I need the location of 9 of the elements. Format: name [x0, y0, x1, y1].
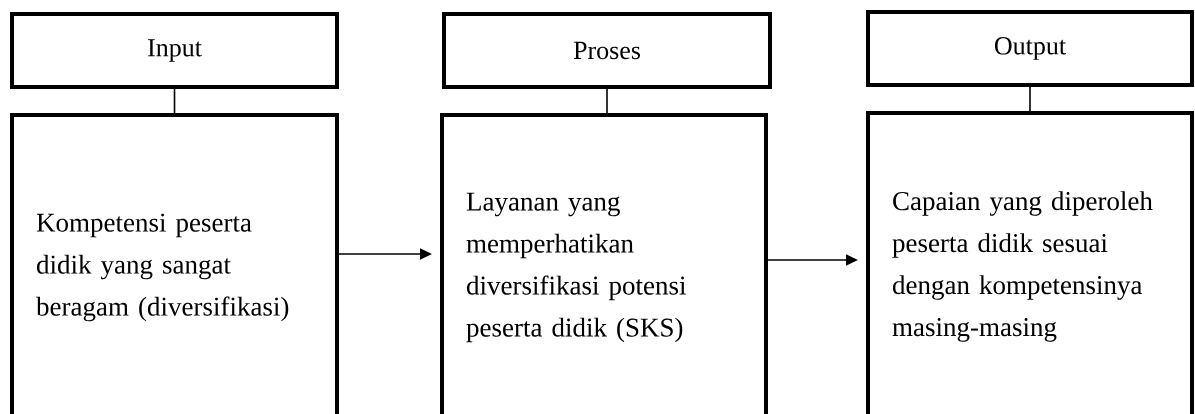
content-box: Layanan yang memperhatikan diversifikasi potensi peserta didik (SKS)	[440, 113, 768, 414]
header-box: Input	[10, 12, 339, 89]
header-box: Proses	[442, 12, 772, 89]
connector-line	[173, 88, 176, 114]
header-box: Output	[866, 10, 1194, 87]
connector-line	[606, 88, 608, 114]
connector-line	[1029, 86, 1031, 112]
content-box: Kompetensi peserta didik yang sangat beragam (diversifikasi)	[10, 113, 339, 414]
content-box: Capaian yang diperoleh peserta didik sesuai dengan kompetensinya masing-masing	[866, 111, 1194, 414]
